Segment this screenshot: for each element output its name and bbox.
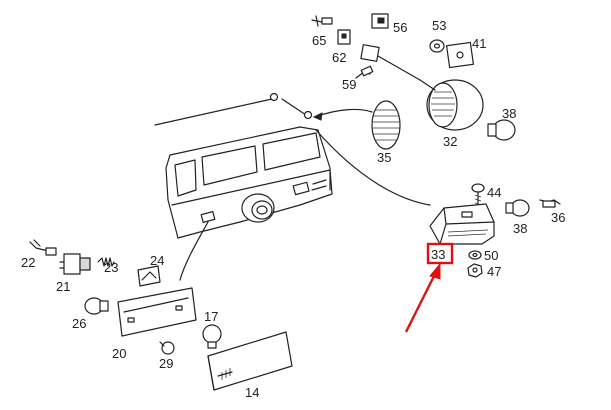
label-53: 53: [432, 18, 446, 33]
part-62-connector: [337, 29, 351, 45]
part-38-bulb-upper: [487, 119, 516, 141]
label-26: 26: [72, 316, 86, 331]
highlight-arrow: [404, 262, 441, 333]
part-35-lens: [371, 100, 401, 150]
part-20-lamp-base: [117, 287, 197, 337]
label-17: 17: [204, 309, 218, 324]
label-41: 41: [472, 36, 486, 51]
label-50: 50: [484, 248, 498, 263]
part-41-plate: [445, 41, 475, 69]
label-32: 32: [443, 134, 457, 149]
part-21-socket: [59, 253, 91, 275]
label-65: 65: [312, 33, 326, 48]
part-53-washer: [429, 39, 445, 53]
part-32-lamp-housing: [360, 44, 484, 131]
label-33: 33: [431, 247, 445, 262]
part-50-washer: [468, 250, 482, 260]
part-labels: 65 56 53 41 62 59 38 35 32 44 36 38 33 5…: [21, 18, 565, 400]
label-62: 62: [332, 50, 346, 65]
label-38-upper: 38: [502, 106, 516, 121]
label-44: 44: [487, 185, 501, 200]
part-47-nut: [467, 263, 483, 278]
label-24: 24: [150, 253, 164, 268]
label-47: 47: [487, 264, 501, 279]
label-35: 35: [377, 150, 391, 165]
part-33-lamp-cluster: [429, 203, 495, 245]
part-44-screw: [471, 183, 485, 207]
label-56: 56: [393, 20, 407, 35]
label-23: 23: [104, 260, 118, 275]
label-14: 14: [245, 385, 259, 400]
label-21: 21: [56, 279, 70, 294]
part-17-bulb: [202, 324, 222, 349]
part-22-terminal: [29, 239, 57, 256]
label-22: 22: [21, 255, 35, 270]
part-26-bulb: [84, 297, 109, 315]
highlight-box-part-33: [426, 242, 454, 265]
part-23-spring: [97, 257, 115, 267]
label-20: 20: [112, 346, 126, 361]
part-65-terminals: [311, 15, 333, 27]
label-36: 36: [551, 210, 565, 225]
part-38-bulb-lower: [505, 199, 530, 217]
label-59: 59: [342, 77, 356, 92]
part-36-clip: [539, 199, 561, 208]
part-59-terminal: [355, 65, 374, 79]
leader-lines: [179, 92, 431, 281]
part-29-screw: [159, 341, 175, 355]
van-body: [154, 98, 333, 239]
part-24-holder: [137, 265, 161, 287]
label-29: 29: [159, 356, 173, 371]
label-38-lower: 38: [513, 221, 527, 236]
part-56-connector: [371, 13, 389, 29]
part-14-lens-cover: [207, 331, 293, 391]
